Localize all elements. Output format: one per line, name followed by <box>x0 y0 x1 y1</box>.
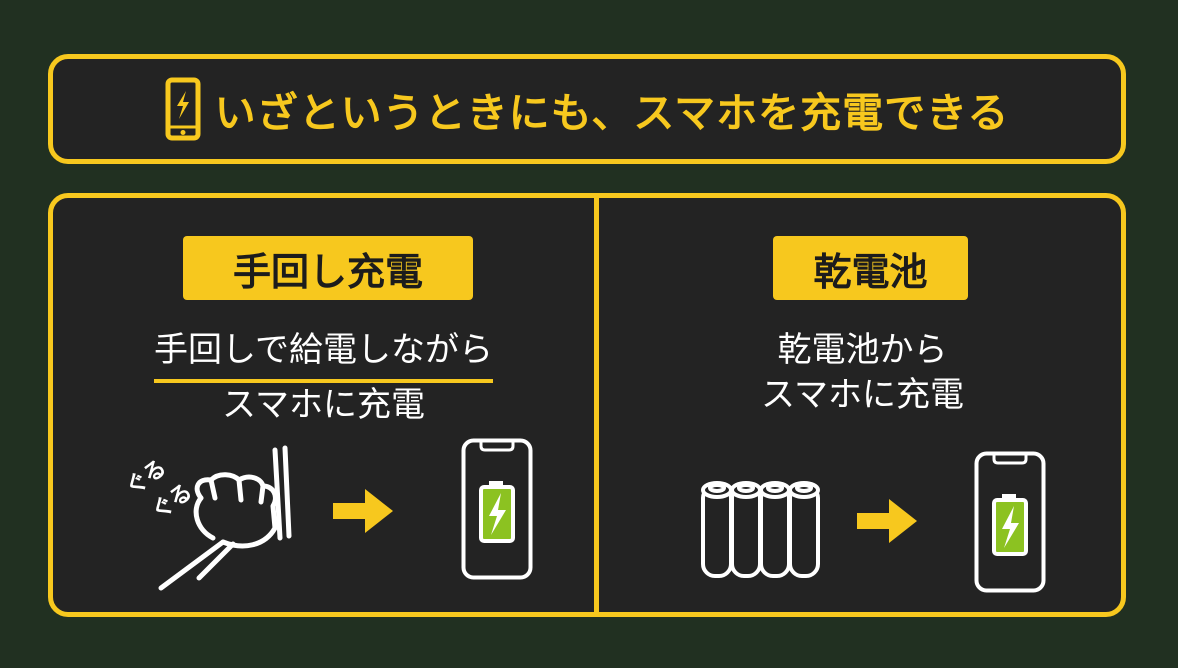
dry-battery-description: 乾電池から スマホに充電 <box>599 328 1126 418</box>
page-title: いざというときにも、スマホを充電できる <box>214 89 1010 137</box>
hand-crank-icon <box>158 445 292 591</box>
dry-battery-panel: 乾電池 乾電池から スマホに充電 <box>599 198 1126 612</box>
arrow-right-icon <box>333 489 393 533</box>
dry-cell-batteries-icon <box>701 481 820 578</box>
hand-crank-desc-line1: 手回しで給電しながら <box>154 328 493 383</box>
dry-battery-desc-line2: スマホに充電 <box>761 375 964 415</box>
hand-crank-panel: 手回し充電 手回しで給電しながら スマホに充電 ぐる ぐる <box>53 198 594 612</box>
smartphone-battery-icon <box>461 438 533 580</box>
title-banner: いざというときにも、スマホを充電できる <box>48 54 1126 164</box>
hand-crank-desc-line2: スマホに充電 <box>222 385 425 425</box>
smartphone-battery-icon <box>974 451 1046 593</box>
dry-battery-desc-line1: 乾電池から <box>777 330 948 370</box>
arrow-right-icon <box>857 499 917 543</box>
hand-crank-label: 手回し充電 <box>183 236 473 300</box>
hand-crank-description: 手回しで給電しながら スマホに充電 <box>53 328 594 428</box>
comparison-panel: 手回し充電 手回しで給電しながら スマホに充電 ぐる ぐる <box>48 193 1126 617</box>
dry-battery-label: 乾電池 <box>773 236 968 300</box>
panel-divider <box>594 198 599 612</box>
smartphone-charging-icon <box>165 77 201 141</box>
